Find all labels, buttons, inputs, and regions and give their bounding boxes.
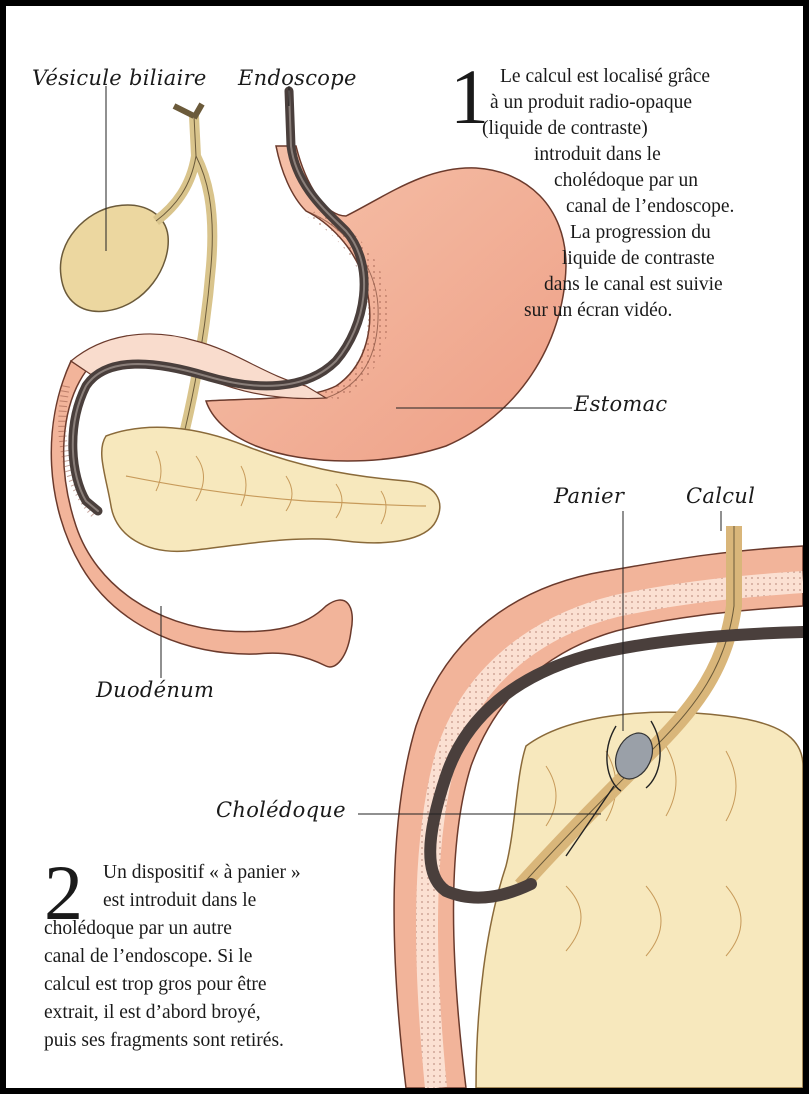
step-1-line-2: à un produit radio-opaque	[490, 90, 692, 116]
step-1-line-7: La progression du	[570, 220, 711, 246]
label-choledoque: Cholédoque	[216, 798, 346, 822]
label-panier: Panier	[554, 484, 624, 508]
step-2-line-1: Un dispositif « à panier »	[103, 860, 301, 886]
illustration-page: Vésicule biliaire Endoscope Estomac Duod…	[6, 6, 803, 1088]
cystic-duct	[156, 116, 212, 446]
step-1-line-1: Le calcul est localisé grâce	[500, 64, 710, 90]
step-2-line-5: calcul est trop gros pour être	[44, 972, 267, 998]
label-calcul: Calcul	[686, 484, 755, 508]
label-estomac: Estomac	[574, 392, 667, 416]
step-2-line-2: est introduit dans le	[103, 888, 256, 914]
gallbladder-shape	[60, 205, 168, 311]
step-2-line-6: extrait, il est d’abord broyé,	[44, 1000, 261, 1026]
step-1-line-5: cholédoque par un	[554, 168, 698, 194]
step-1-line-8: liquide de contraste	[562, 246, 715, 272]
label-duodenum: Duodénum	[96, 678, 214, 702]
step-1-line-9: dans le canal est suivie	[544, 272, 723, 298]
step-1-line-6: canal de l’endoscope.	[566, 194, 734, 220]
step-1-line-4: introduit dans le	[534, 142, 661, 168]
label-endoscope: Endoscope	[238, 66, 357, 90]
step-1-line-10: sur un écran vidéo.	[524, 298, 672, 324]
step-2-line-7: puis ses fragments sont retirés.	[44, 1028, 284, 1054]
step-2-line-4: canal de l’endoscope. Si le	[44, 944, 252, 970]
step-2-line-3: cholédoque par un autre	[44, 916, 232, 942]
label-vesicule-biliaire: Vésicule biliaire	[32, 66, 207, 90]
step-1-line-3: (liquide de contraste)	[482, 116, 648, 142]
